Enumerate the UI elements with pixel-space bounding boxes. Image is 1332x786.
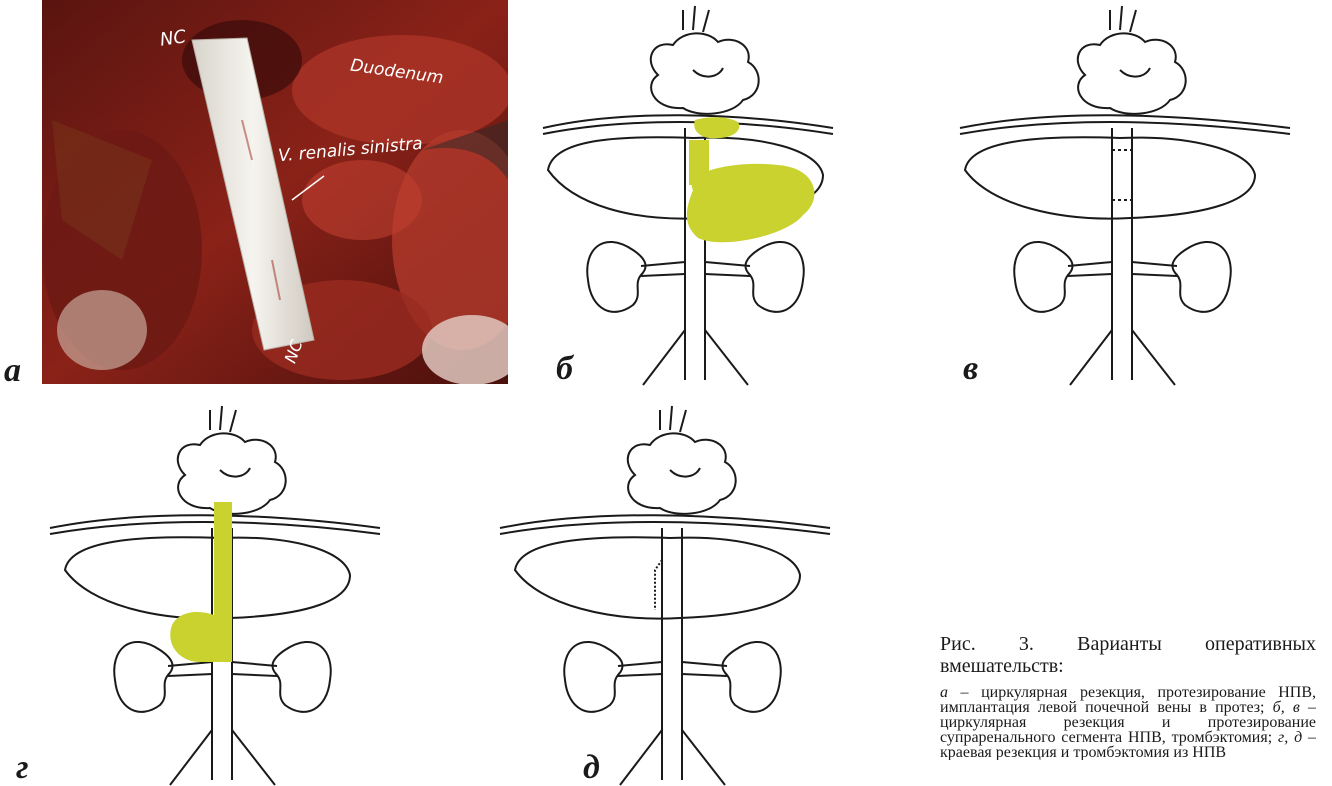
schematic-panel-v [960, 0, 1290, 386]
panel-letter-v: в [963, 352, 978, 386]
caption-body: а – циркулярная резекция, протезирование… [940, 685, 1316, 760]
panel-letter-d: д [583, 751, 600, 785]
operative-photo: NC Duodenum V. renalis sinistra NC [42, 0, 508, 384]
caption-item-gd-letters: г, д [1278, 729, 1302, 746]
schematic-panel-d [490, 400, 830, 786]
caption-item-a-text: – циркулярная резекция, протезирование Н… [940, 685, 1316, 716]
figure-caption: Рис. 3. Варианты оперативных вмешательст… [940, 633, 1316, 760]
panel-letter-a: а [4, 354, 21, 388]
caption-title: Рис. 3. Варианты оперативных вмешательст… [940, 633, 1316, 677]
schematic-panel-g [40, 400, 380, 786]
photo-label-nc-top: NC [159, 26, 188, 50]
panel-letter-g: г [16, 751, 29, 785]
schematic-panel-b [533, 0, 843, 386]
panel-letter-b: б [556, 352, 573, 386]
